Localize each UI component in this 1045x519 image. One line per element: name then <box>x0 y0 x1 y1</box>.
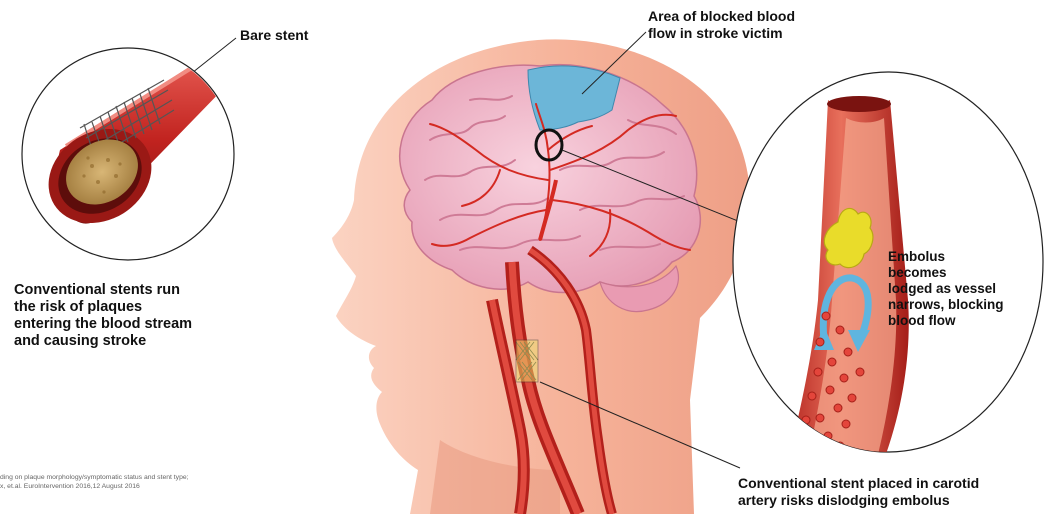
conventional-stents-caption: Conventional stents run the risk of plaq… <box>14 282 192 350</box>
blocked-area-label: Area of blocked blood flow in stroke vic… <box>648 8 795 41</box>
bare-stent-label: Bare stent <box>240 27 308 44</box>
bare-stent-magnifier <box>22 48 234 260</box>
carotid-stent-caption: Conventional stent placed in carotid art… <box>738 475 979 508</box>
embolus-caption: Embolus becomes lodged as vessel narrows… <box>888 249 1004 329</box>
citation-text: ding on plaque morphology/symptomatic st… <box>0 473 189 491</box>
